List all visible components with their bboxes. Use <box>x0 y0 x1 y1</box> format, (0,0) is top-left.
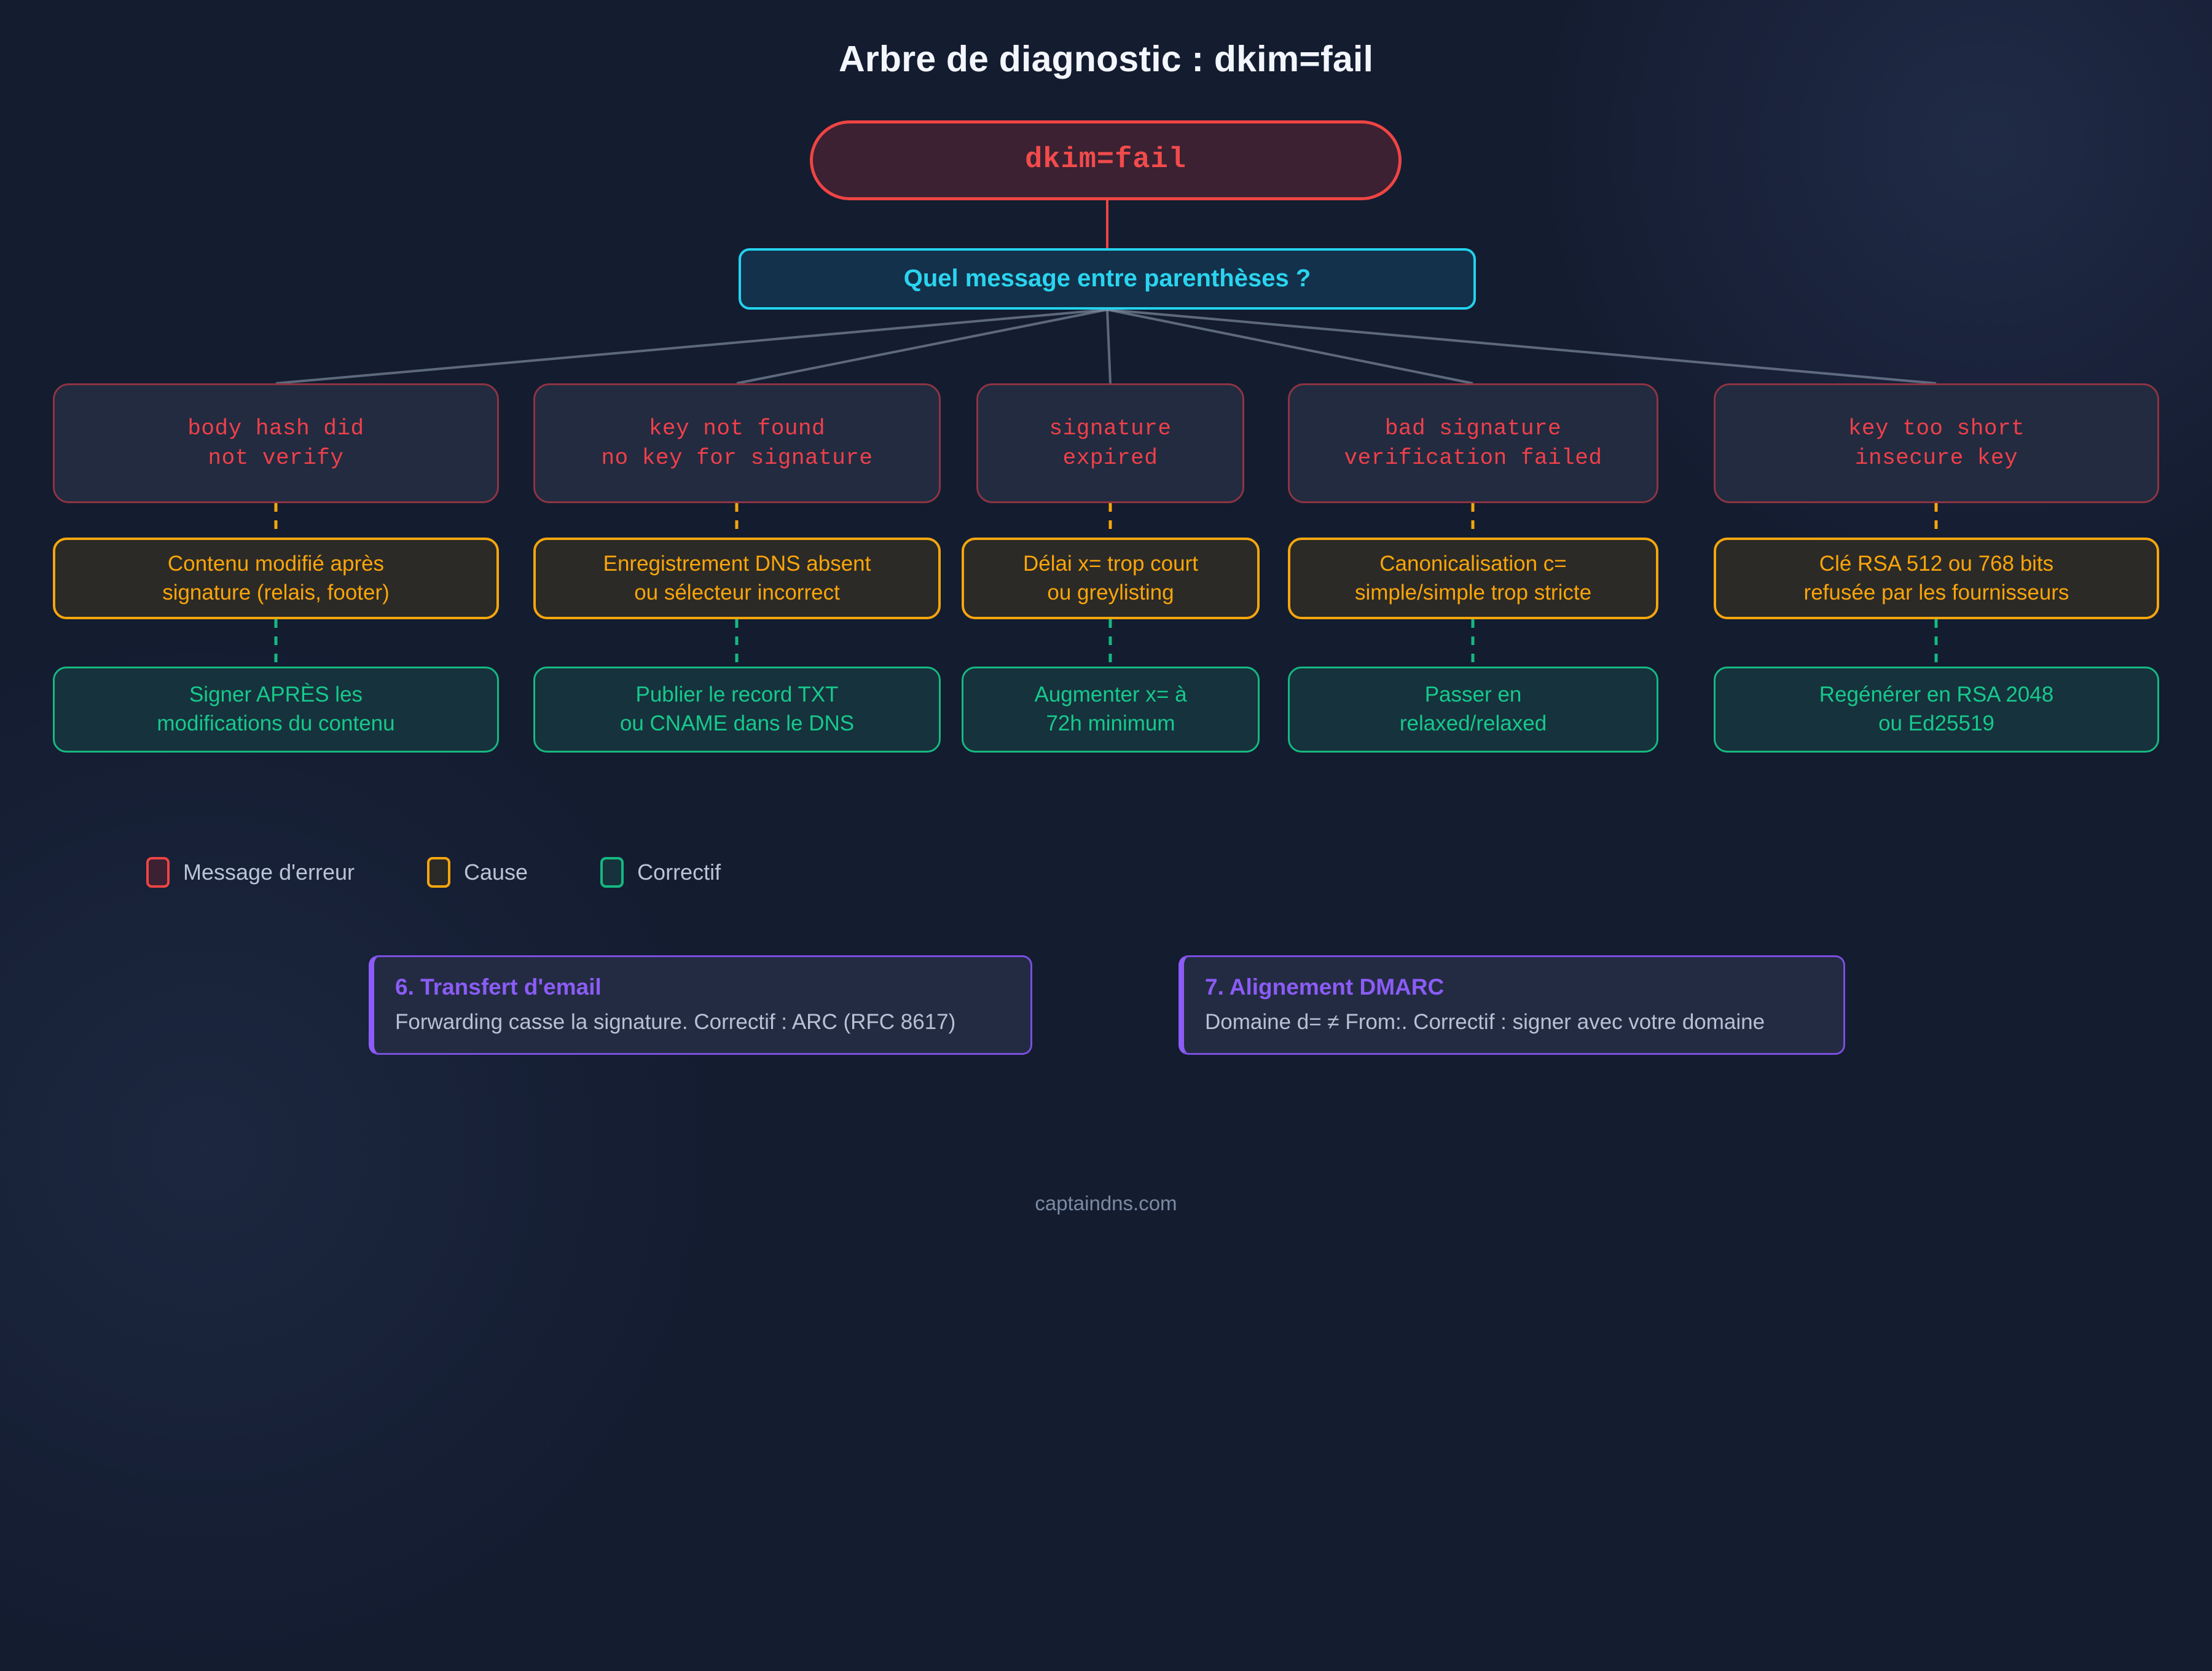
footer-site-name: captaindns.com <box>1035 1192 1177 1215</box>
note-card-alignement-dmarc[interactable]: 7. Alignement DMARC Domaine d= ≠ From:. … <box>1179 955 1845 1055</box>
decision-node-question[interactable]: Quel message entre parenthèses ? <box>739 248 1476 310</box>
connector-decision-to-error-1 <box>275 308 1108 385</box>
legend-swatch-fix-icon <box>600 857 624 888</box>
legend-swatch-cause-icon <box>427 857 450 888</box>
connector-decision-to-error-2 <box>736 308 1108 385</box>
legend-item-cause: Cause <box>427 857 528 888</box>
connector-decision-to-error-4 <box>1107 308 1473 385</box>
legend-item-fix: Correctif <box>600 857 721 888</box>
connector-decision-to-error-5 <box>1107 308 1937 385</box>
legend-swatch-error-icon <box>146 857 170 888</box>
legend-label-cause: Cause <box>464 859 528 885</box>
root-node-dkim-fail[interactable]: dkim=fail <box>810 120 1402 200</box>
legend: Message d'erreur Cause Correctif <box>146 857 793 888</box>
connector-decision-to-error-3 <box>1106 309 1112 384</box>
page-title: Arbre de diagnostic : dkim=fail <box>838 39 1374 79</box>
cause-node-4[interactable]: Canonicalisation c=simple/simple trop st… <box>1288 538 1658 619</box>
connector-lines <box>274 200 1938 667</box>
note-body-7: Domaine d= ≠ From:. Correctif : signer a… <box>1205 1010 1765 1034</box>
note-title-7: 7. Alignement DMARC <box>1205 974 1445 1000</box>
note-card-transfert-email[interactable]: 6. Transfert d'email Forwarding casse la… <box>369 955 1032 1055</box>
legend-label-fix: Correctif <box>637 859 721 885</box>
legend-item-error: Message d'erreur <box>146 857 355 888</box>
legend-label-error: Message d'erreur <box>183 859 355 885</box>
note-body-6: Forwarding casse la signature. Correctif… <box>395 1010 956 1034</box>
note-title-6: 6. Transfert d'email <box>395 974 602 1000</box>
diagram-canvas: Arbre de diagnostic : dkim=fail dkim=fai… <box>53 39 2159 1215</box>
